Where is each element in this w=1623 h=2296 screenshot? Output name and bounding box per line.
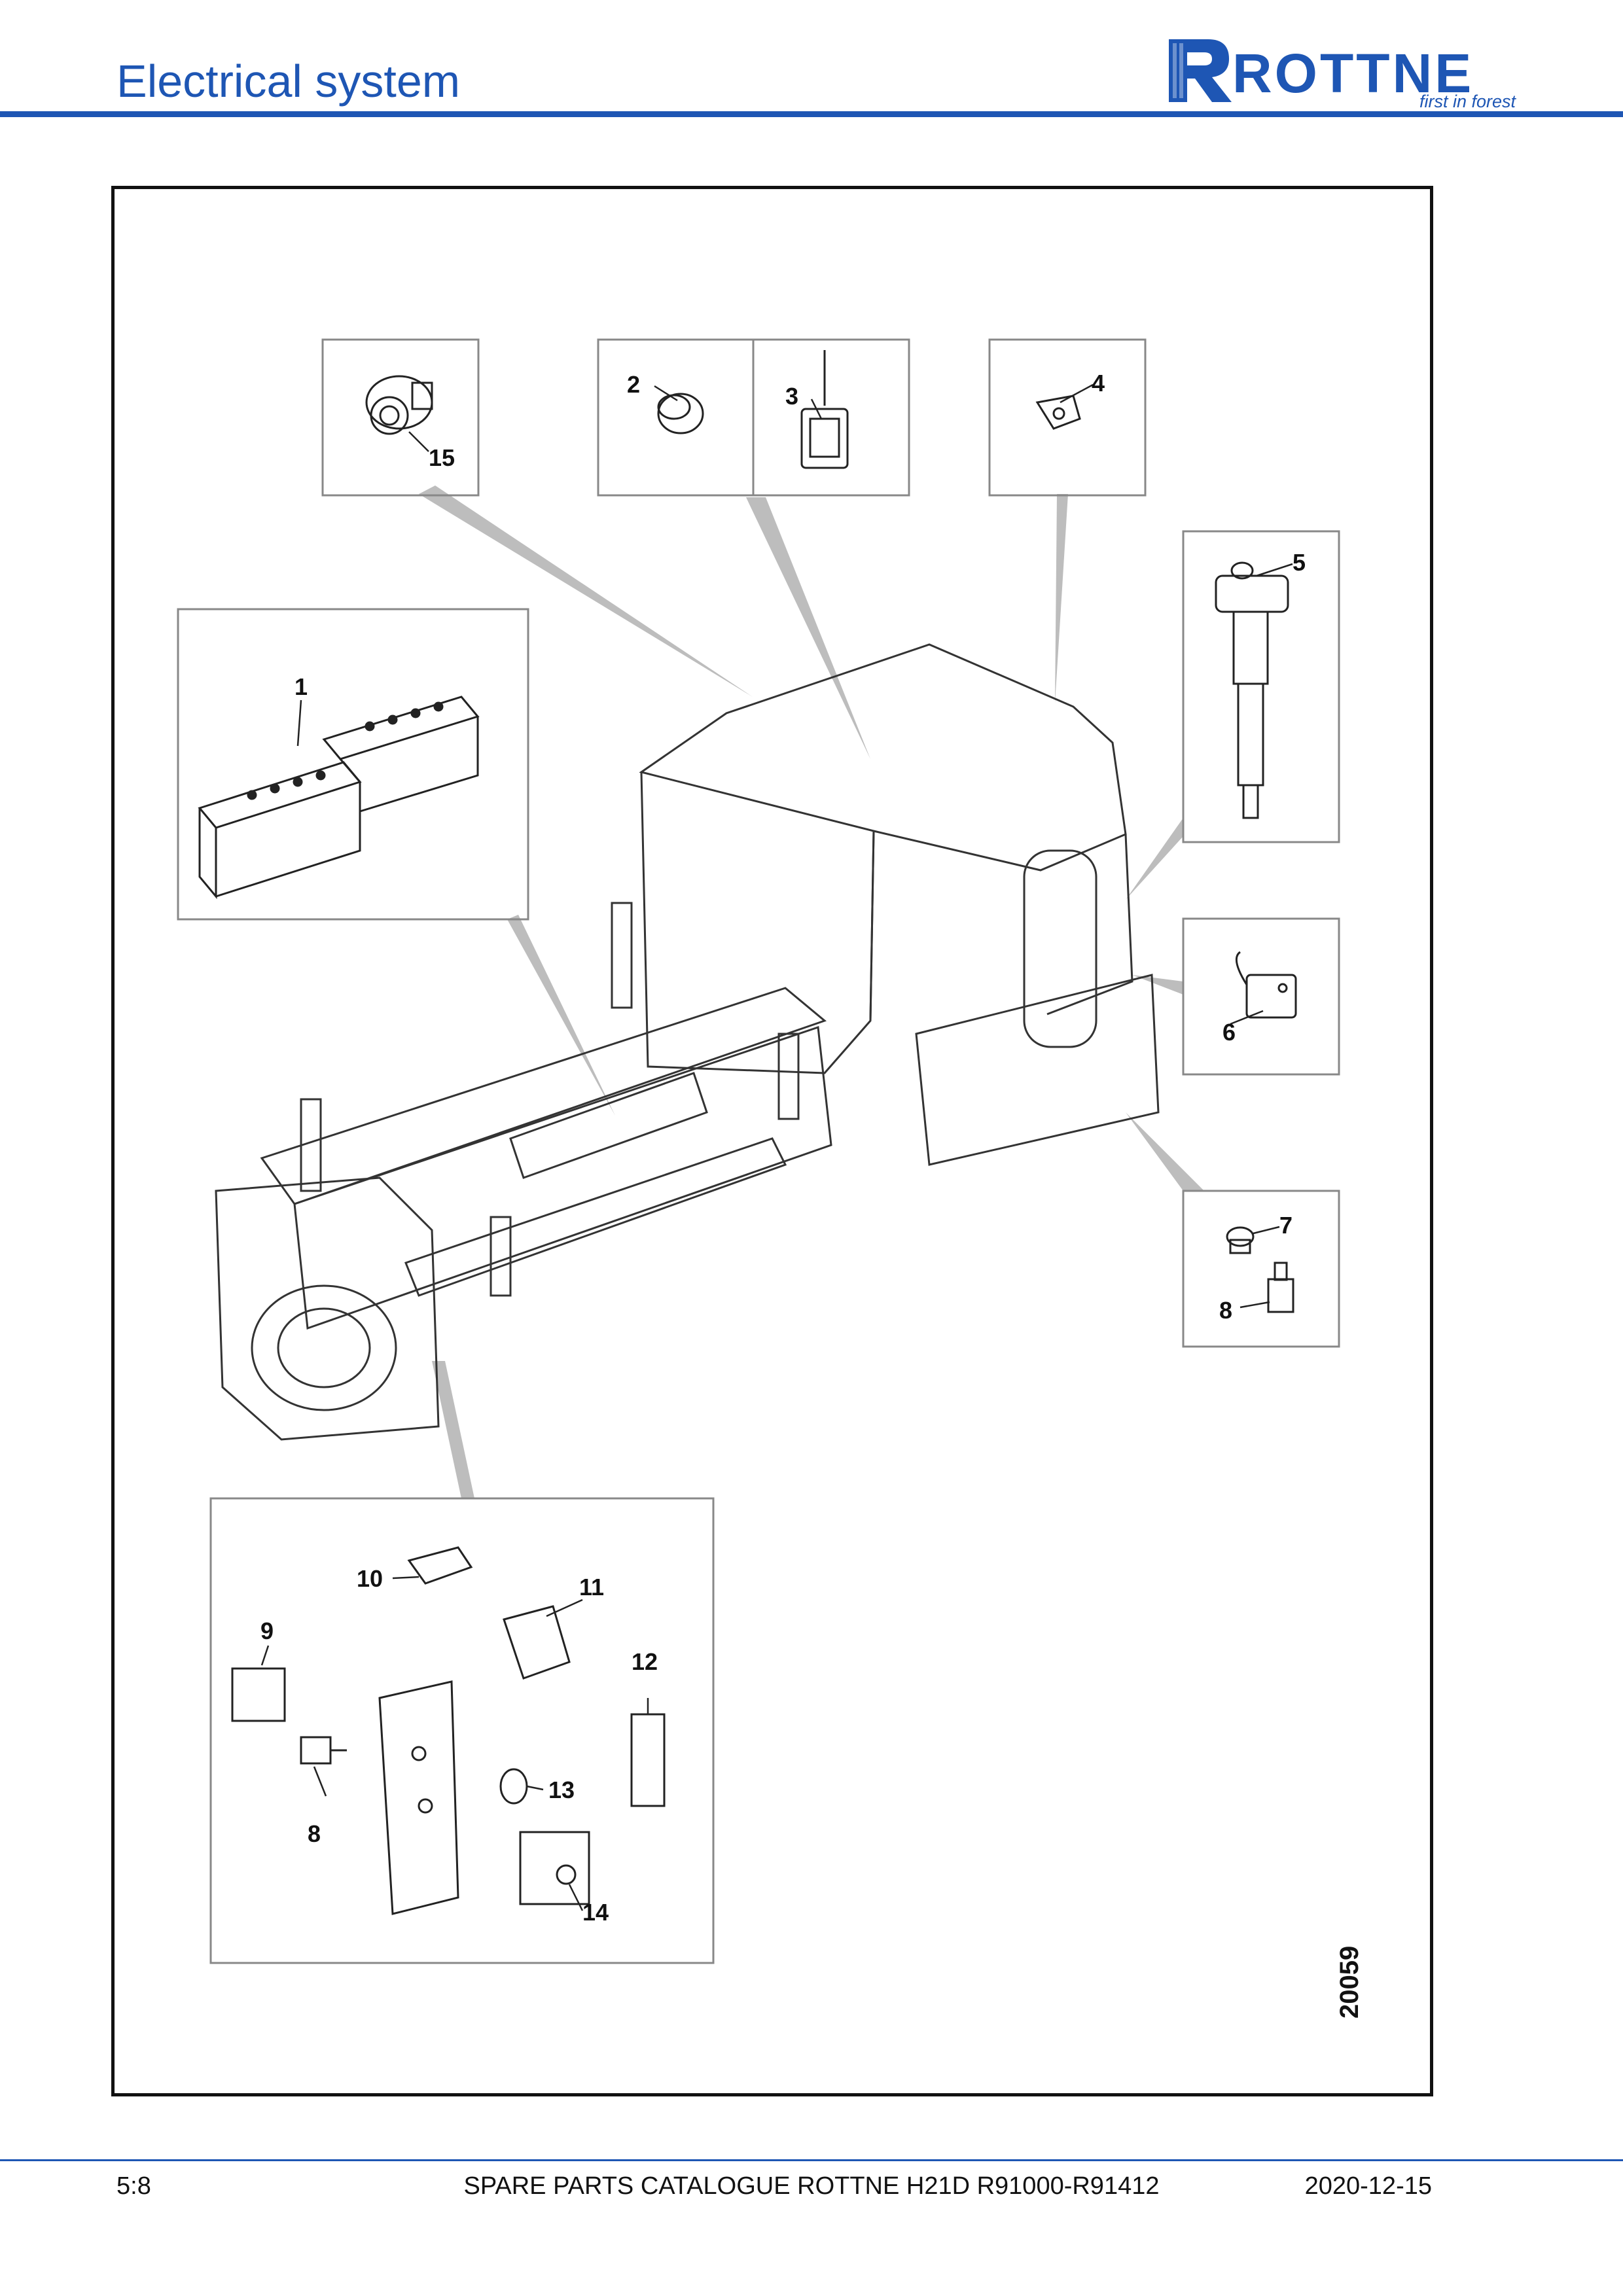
catalogue-title: SPARE PARTS CATALOGUE ROTTNE H21D R91000… xyxy=(463,2172,1160,2200)
callout-14: 14 xyxy=(582,1899,609,1926)
callout-13: 13 xyxy=(548,1776,575,1803)
catalogue-date: 2020-12-15 xyxy=(1304,2172,1432,2200)
header-divider xyxy=(0,111,1623,117)
rottne-logo: ROTTNE first in forest xyxy=(1164,34,1517,113)
push-button-icon xyxy=(1226,1226,1255,1254)
callout-4: 4 xyxy=(1092,370,1105,397)
leader-wedges xyxy=(419,486,1204,1498)
callout-12: 12 xyxy=(632,1648,658,1675)
callout-8-upper: 8 xyxy=(1219,1297,1232,1324)
rottne-r-mark-icon xyxy=(1169,39,1232,102)
callout-labels: 1 2 3 4 5 6 7 8 8 9 10 11 12 13 14 15 xyxy=(260,370,1306,1926)
relay-connector-icon xyxy=(407,1546,473,1585)
junction-box-icon xyxy=(231,1667,286,1722)
callout-9: 9 xyxy=(260,1617,274,1644)
callout-1: 1 xyxy=(294,673,308,700)
callout-3: 3 xyxy=(785,383,798,410)
inset-boxes xyxy=(177,338,1340,1964)
figure-frame xyxy=(111,186,1433,2096)
callout-11: 11 xyxy=(579,1574,604,1600)
control-box-icon xyxy=(1235,951,1297,1019)
callout-5: 5 xyxy=(1293,549,1306,576)
part-sketches xyxy=(198,350,1297,1915)
machine-frame-illustration xyxy=(215,643,1160,1441)
batteries-icon xyxy=(198,696,480,900)
blower-motor-icon xyxy=(365,375,433,435)
callout-6: 6 xyxy=(1222,1019,1236,1046)
grommet-icon xyxy=(499,1768,528,1805)
callout-10: 10 xyxy=(357,1565,383,1592)
linear-actuator-icon xyxy=(1215,561,1289,819)
callout-2: 2 xyxy=(627,371,640,398)
round-sensor-icon xyxy=(657,393,704,434)
antenna-module-icon xyxy=(800,350,849,469)
callout-leaders xyxy=(260,383,1293,1911)
drawing-number: 20059 xyxy=(1335,1946,1364,2019)
main-switch-icon xyxy=(519,1831,590,1905)
callout-7: 7 xyxy=(1279,1212,1293,1239)
callout-8-lower: 8 xyxy=(308,1820,321,1847)
toggle-switch-icon xyxy=(300,1736,347,1765)
logo-tagline: first in forest xyxy=(1419,92,1516,111)
mounting-clip-icon xyxy=(1035,395,1081,430)
rocker-switch-icon xyxy=(1267,1262,1294,1313)
page-number: 5:8 xyxy=(116,2172,151,2200)
mounting-bracket-icon xyxy=(378,1680,459,1915)
logo-wordmark: ROTTNE xyxy=(1232,43,1474,104)
callout-15: 15 xyxy=(429,444,455,471)
fuse-holder-icon xyxy=(630,1713,666,1807)
connector-block-icon xyxy=(503,1605,571,1680)
page-title: Electrical system xyxy=(116,56,461,107)
footer-divider xyxy=(0,2159,1623,2161)
